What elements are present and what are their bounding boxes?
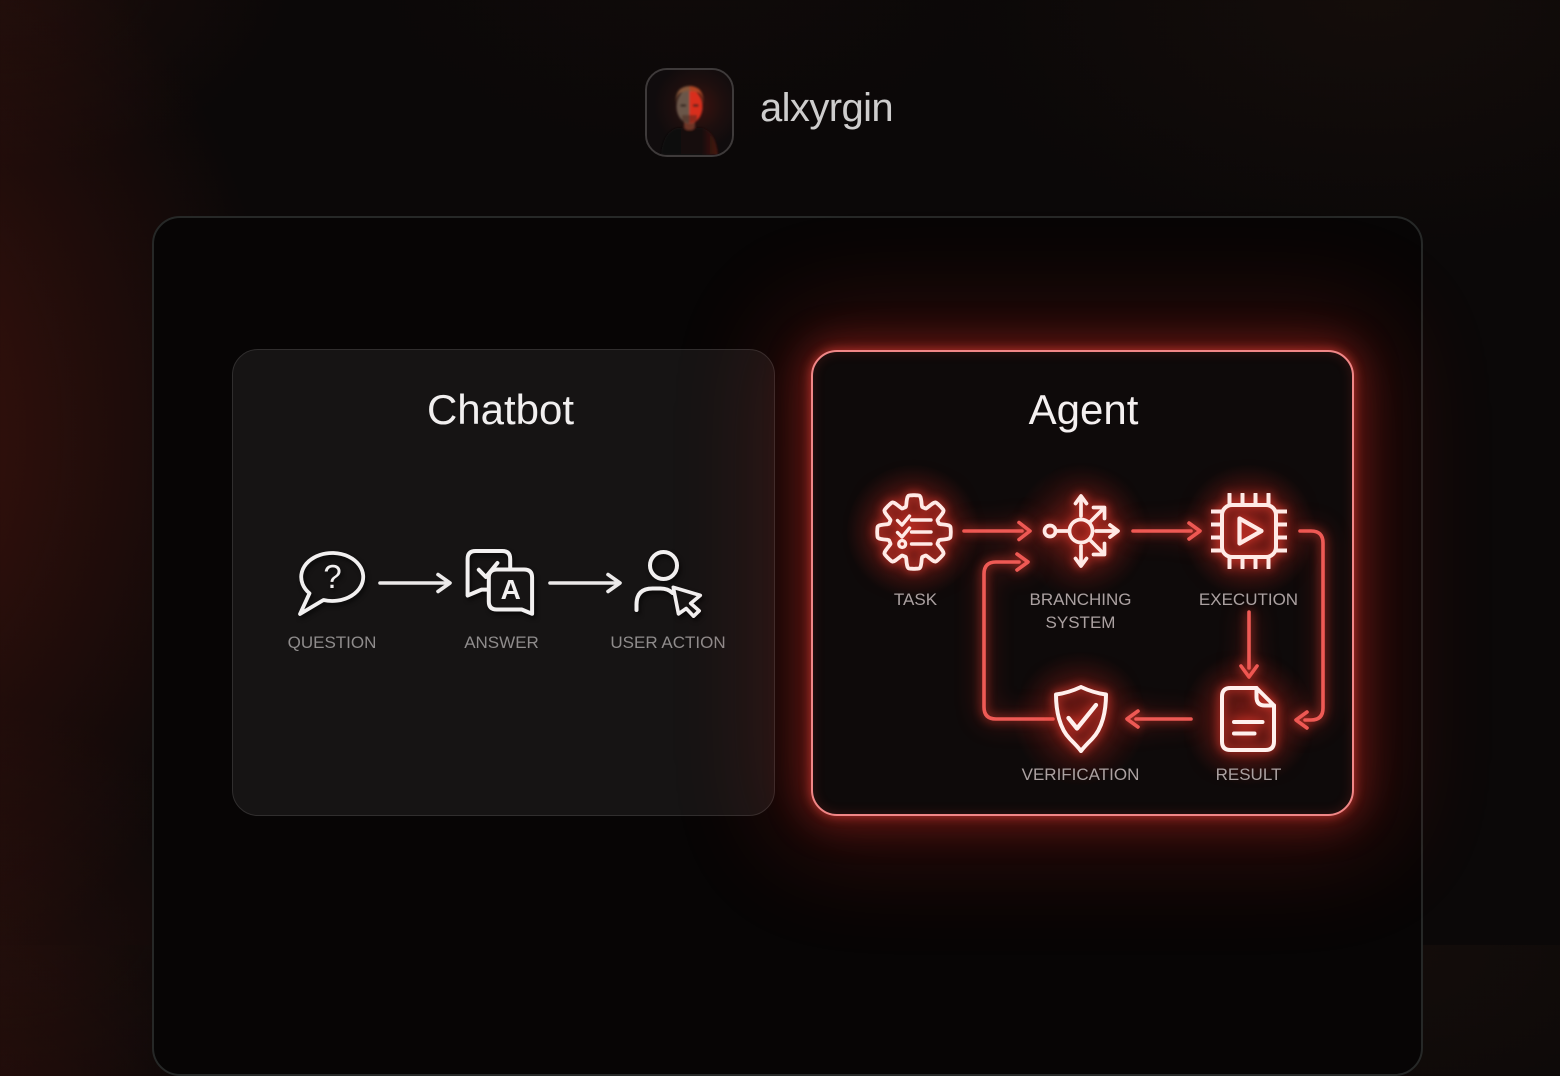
- svg-text:?: ?: [323, 558, 341, 595]
- svg-text:A: A: [501, 574, 521, 605]
